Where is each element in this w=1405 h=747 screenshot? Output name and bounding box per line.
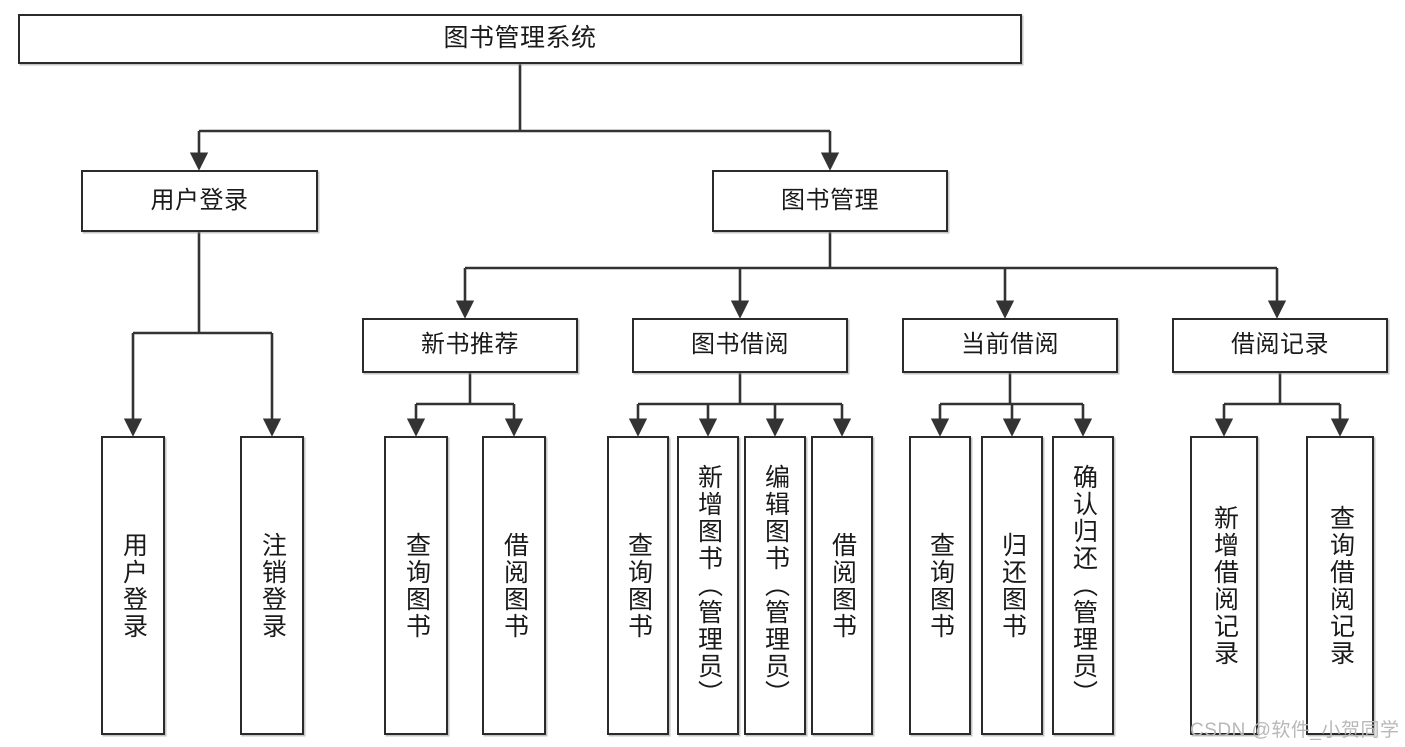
node-leaf11[interactable]: 确认归还（管理员） xyxy=(1052,436,1114,735)
node-label: 归还图书 xyxy=(998,531,1027,640)
node-label: 查询图书 xyxy=(402,531,431,640)
node-label: 查询图书 xyxy=(926,531,955,640)
node-leaf12[interactable]: 新增借阅记录 xyxy=(1190,436,1258,735)
node-label: 图书管理系统 xyxy=(443,24,597,53)
node-leaf13[interactable]: 查询借阅记录 xyxy=(1306,436,1374,735)
node-l2d[interactable]: 借阅记录 xyxy=(1172,318,1388,373)
node-leaf10[interactable]: 归还图书 xyxy=(981,436,1043,735)
node-label: 查询图书 xyxy=(624,531,653,640)
node-label: 图书管理 xyxy=(781,186,879,214)
node-label: 新书推荐 xyxy=(421,331,519,359)
node-root[interactable]: 图书管理系统 xyxy=(18,14,1022,64)
node-leaf6[interactable]: 新增图书（管理员） xyxy=(677,436,739,735)
node-l2c[interactable]: 当前借阅 xyxy=(902,318,1118,373)
node-label: 注销登录 xyxy=(258,531,287,640)
node-label: 图书借阅 xyxy=(691,331,789,359)
node-l1b[interactable]: 图书管理 xyxy=(712,170,948,232)
node-label: 查询借阅记录 xyxy=(1326,504,1355,667)
node-leaf3[interactable]: 查询图书 xyxy=(384,436,448,735)
node-leaf1[interactable]: 用户登录 xyxy=(101,436,165,735)
node-label: 新增图书（管理员） xyxy=(694,464,723,707)
node-label: 确认归还（管理员） xyxy=(1069,464,1098,707)
node-label: 新增借阅记录 xyxy=(1210,504,1239,667)
node-label: 用户登录 xyxy=(119,531,148,640)
node-leaf5[interactable]: 查询图书 xyxy=(607,436,669,735)
node-leaf7[interactable]: 编辑图书（管理员） xyxy=(744,436,806,735)
node-leaf4[interactable]: 借阅图书 xyxy=(482,436,546,735)
node-label: 借阅记录 xyxy=(1231,331,1329,359)
connector-paths xyxy=(123,64,1350,437)
node-label: 借阅图书 xyxy=(500,531,529,640)
node-l2a[interactable]: 新书推荐 xyxy=(362,318,578,373)
node-leaf9[interactable]: 查询图书 xyxy=(909,436,971,735)
node-label: 借阅图书 xyxy=(828,531,857,640)
node-l2b[interactable]: 图书借阅 xyxy=(632,318,848,373)
node-label: 用户登录 xyxy=(150,186,249,214)
node-leaf2[interactable]: 注销登录 xyxy=(240,436,304,735)
node-label: 当前借阅 xyxy=(961,331,1059,359)
node-l1a[interactable]: 用户登录 xyxy=(81,170,318,232)
node-label: 编辑图书（管理员） xyxy=(761,464,790,707)
node-leaf8[interactable]: 借阅图书 xyxy=(811,436,873,735)
